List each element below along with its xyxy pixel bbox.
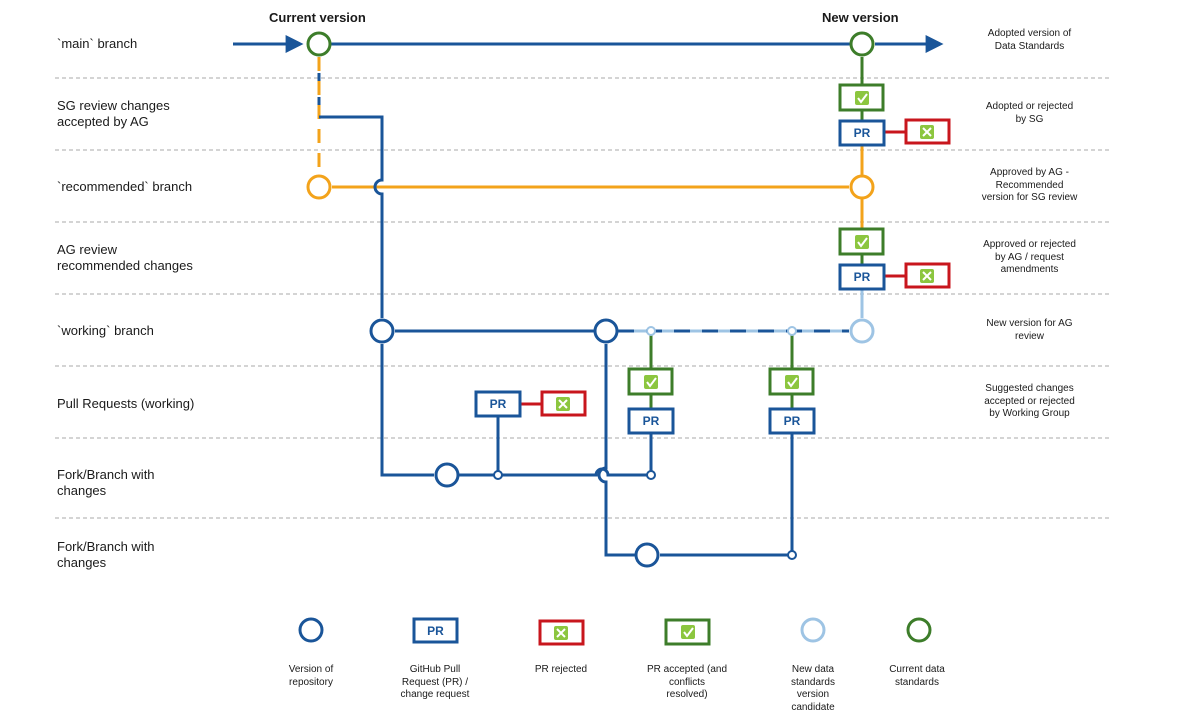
lane-separators	[55, 77, 1112, 519]
legend-check-box-icon	[664, 618, 711, 646]
recommended-start-node	[306, 174, 332, 200]
working-node-2	[593, 318, 619, 344]
note-recommended: Approved by AG - Recommended version for…	[981, 167, 1078, 203]
lane-label-sg-review: SG review changes accepted by AG	[57, 98, 170, 129]
pr-box-icon: PR	[838, 119, 886, 147]
legend-label-version: Version of repository	[288, 664, 334, 688]
legend-label-rejected: PR rejected	[534, 664, 588, 675]
legend-label-candidate: New data standards version candidate	[791, 664, 835, 713]
lane-label-fork-1: Fork/Branch with changes	[57, 467, 155, 498]
new-version-label: New version	[822, 10, 899, 25]
lane-label-recommended: `recommended` branch	[57, 179, 193, 194]
main-to-working-path	[319, 115, 384, 318]
lane-label-working: `working` branch	[57, 323, 154, 338]
working-candidate-node	[849, 318, 875, 344]
note-working: New version for AG review	[986, 318, 1073, 342]
fork-2-node	[634, 542, 660, 568]
check-box-icon	[627, 367, 674, 396]
check-box-icon	[838, 83, 885, 112]
legend-current-circle-icon	[906, 617, 932, 643]
lane-label-ag-review: AG review recommended changes	[57, 242, 193, 273]
legend-label-accepted: PR accepted (and conflicts resolved)	[646, 664, 728, 700]
lane-label-fork-2: Fork/Branch with changes	[57, 539, 155, 570]
legend-version-circle-icon	[298, 617, 324, 643]
note-main: Adopted version of Data Standards	[987, 28, 1072, 52]
lane-label-main: `main` branch	[57, 36, 138, 51]
note-ag-review: Approved or rejected by AG / request ame…	[983, 239, 1076, 275]
current-version-label: Current version	[269, 10, 366, 25]
svg-text:PR: PR	[427, 624, 444, 638]
new-version-node	[849, 31, 875, 57]
check-box-icon	[768, 367, 815, 396]
legend-label-pr: GitHub Pull Request (PR) / change reques…	[400, 664, 470, 700]
svg-text:PR: PR	[490, 397, 507, 411]
current-version-node	[306, 31, 332, 57]
recommended-end-node	[849, 174, 875, 200]
cross-box-icon	[904, 262, 951, 289]
pr-connectors	[496, 57, 906, 555]
pr-box-icon: PR	[627, 407, 675, 435]
working-node-1	[369, 318, 395, 344]
cross-box-icon	[904, 118, 951, 145]
svg-text:PR: PR	[643, 414, 660, 428]
lane-label-pull-requests: Pull Requests (working)	[57, 396, 195, 411]
legend-label-current: Current data standards	[889, 664, 945, 688]
svg-text:PR: PR	[784, 414, 801, 428]
junction-dots	[493, 326, 797, 560]
note-pull-requests: Suggested changes accepted or rejected b…	[984, 383, 1075, 419]
svg-text:PR: PR	[854, 270, 871, 284]
legend-cross-box-icon	[538, 619, 585, 646]
pr-box-icon: PR	[474, 390, 522, 418]
note-sg-review: Adopted or rejected by SG	[985, 101, 1074, 125]
fork-2-path	[597, 344, 792, 557]
legend-icons: PR	[298, 617, 932, 646]
pr-box-icon: PR	[838, 263, 886, 291]
check-box-icon	[838, 227, 885, 256]
pr-box-icon: PR	[768, 407, 816, 435]
legend-candidate-circle-icon	[800, 617, 826, 643]
cross-box-icon	[540, 390, 587, 417]
svg-text:PR: PR	[854, 126, 871, 140]
fork-1-node	[434, 462, 460, 488]
legend-pr-box-icon: PR	[412, 617, 459, 644]
